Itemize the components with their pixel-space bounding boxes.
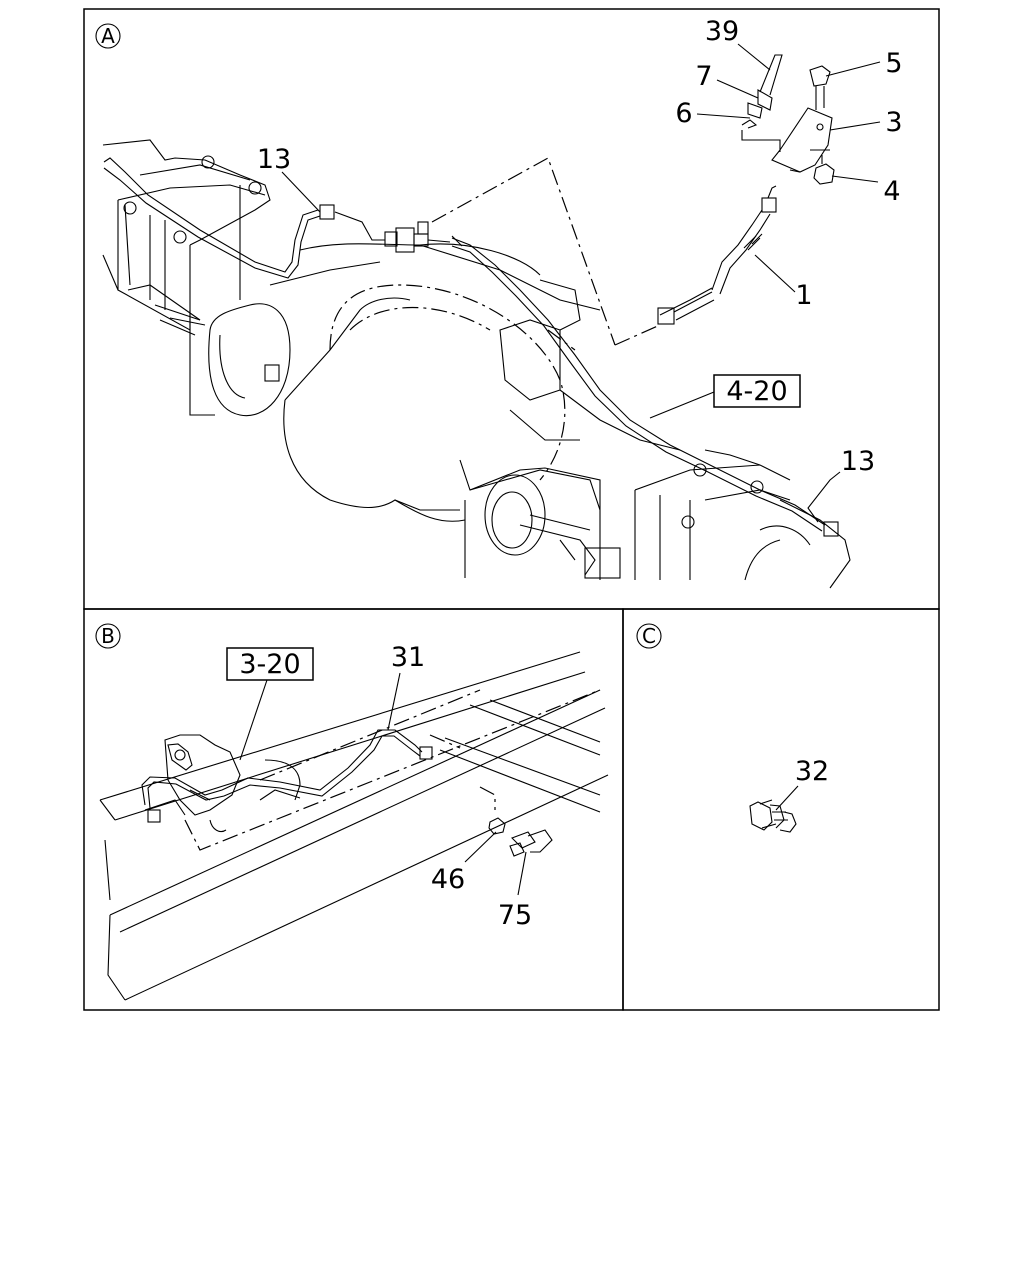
elbow-connector xyxy=(509,829,553,857)
chassis-frame-rail xyxy=(99,651,609,1001)
brake-chamber-left xyxy=(159,303,291,417)
label-3: 3 xyxy=(885,107,902,138)
left-spring-bracket xyxy=(102,139,271,331)
label-39: 39 xyxy=(705,16,739,47)
panel-a-letter: A xyxy=(101,24,115,48)
label-4: 4 xyxy=(883,176,900,207)
ref-3-20: 3-20 xyxy=(239,649,300,680)
ref-box-3-20 xyxy=(226,647,314,681)
label-7: 7 xyxy=(695,61,712,92)
leader-line-a1 xyxy=(431,157,616,346)
panel-a: A xyxy=(95,16,903,589)
label-5: 5 xyxy=(885,48,902,79)
brake-valve xyxy=(144,734,301,833)
leader-line-32 xyxy=(775,785,799,811)
label-46: 46 xyxy=(431,864,465,895)
label-31: 31 xyxy=(391,642,425,673)
leader-line-a2 xyxy=(614,324,661,346)
label-1: 1 xyxy=(795,280,812,311)
lock-nut xyxy=(488,817,506,835)
label-75: 75 xyxy=(498,900,532,931)
axle-housing xyxy=(269,243,681,522)
panel-c: C 32 xyxy=(636,623,829,833)
panel-c-frame xyxy=(622,608,940,1011)
frame-hidden-lines xyxy=(184,689,601,851)
panel-c-marker xyxy=(636,623,662,649)
hose-fitting xyxy=(741,54,783,152)
leader-lines-a xyxy=(281,43,881,523)
union-fitting xyxy=(749,799,797,833)
panel-b-letter: B xyxy=(101,624,115,648)
ref-4-20: 4-20 xyxy=(726,376,787,407)
three-way-connector xyxy=(334,211,451,253)
leader-lines-b xyxy=(239,672,527,896)
label-6: 6 xyxy=(675,98,692,129)
label-32: 32 xyxy=(795,756,829,787)
panel-b-marker xyxy=(95,623,121,649)
label-13-right: 13 xyxy=(841,446,875,477)
panel-c-letter: C xyxy=(642,624,656,648)
brake-pipe-right xyxy=(451,235,839,537)
ref-box-4-20 xyxy=(713,374,801,408)
right-hub-assembly xyxy=(464,449,851,589)
brake-pipe-31 xyxy=(141,729,433,809)
panel-b-frame xyxy=(83,608,624,1011)
bolt xyxy=(809,65,831,110)
brake-pipe-left xyxy=(103,157,335,279)
panel-b: B xyxy=(95,623,609,1001)
panel-a-marker xyxy=(95,23,121,49)
label-13-top: 13 xyxy=(257,144,291,175)
nut xyxy=(813,155,835,185)
flexible-hose xyxy=(657,185,777,325)
mounting-bracket xyxy=(771,107,833,173)
leader-line-a3 xyxy=(547,329,576,351)
